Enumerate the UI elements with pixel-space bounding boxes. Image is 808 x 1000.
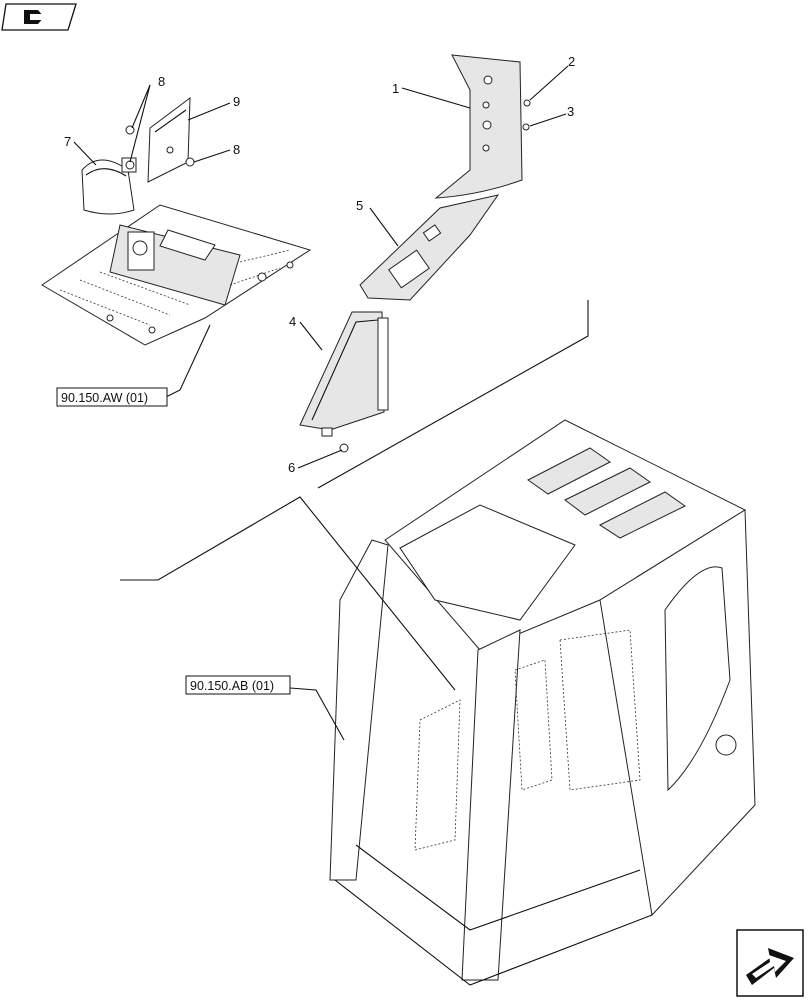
leader-lines bbox=[73, 65, 589, 741]
floor-plate-assembly bbox=[41, 204, 312, 346]
next-page-arrow-icon bbox=[746, 948, 794, 985]
next-page-button[interactable] bbox=[736, 929, 804, 997]
fastener-parts-2-3 bbox=[522, 99, 531, 131]
callout-labels: 1 2 3 4 5 6 7 8 8 9 bbox=[64, 54, 575, 475]
bracket-part-9 bbox=[147, 96, 191, 183]
ref-floor-label: 90.150.AW (01) bbox=[61, 391, 148, 405]
callout-8-top: 8 bbox=[158, 74, 165, 89]
pillar-trim-part-5 bbox=[359, 194, 500, 301]
callout-7: 7 bbox=[64, 134, 71, 149]
callout-2: 2 bbox=[568, 54, 575, 69]
book-arrow-icon bbox=[24, 10, 46, 24]
pillar-trim-part-1 bbox=[434, 54, 523, 199]
cab-frame bbox=[329, 419, 756, 986]
ref-cab-link[interactable]: 90.150.AB (01) bbox=[185, 675, 291, 695]
ref-cab-label: 90.150.AB (01) bbox=[190, 679, 274, 693]
callout-3: 3 bbox=[567, 104, 574, 119]
callout-6: 6 bbox=[288, 460, 295, 475]
book-nav-button[interactable] bbox=[1, 3, 77, 31]
callout-9: 9 bbox=[233, 94, 240, 109]
callout-4: 4 bbox=[289, 314, 296, 329]
ref-floor-link[interactable]: 90.150.AW (01) bbox=[56, 387, 168, 407]
callout-1: 1 bbox=[392, 81, 399, 96]
callout-5: 5 bbox=[356, 198, 363, 213]
callout-8-right: 8 bbox=[233, 142, 240, 157]
pillar-trim-part-4 bbox=[299, 311, 389, 437]
